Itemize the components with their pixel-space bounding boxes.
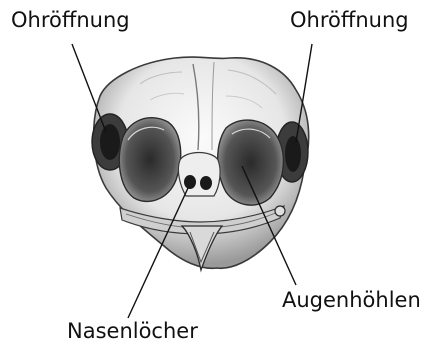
label-eye-sockets: Augenhöhlen [282, 290, 421, 311]
left-eye-socket [119, 118, 180, 202]
label-nostrils: Nasenlöcher [67, 321, 198, 342]
label-ear-opening-right: Ohröffnung [290, 10, 409, 31]
right-eye-socket [218, 120, 284, 205]
leader-ear-left [72, 44, 106, 132]
label-ear-opening-left: Ohröffnung [11, 10, 130, 31]
left-nostril [184, 175, 196, 189]
beak-bridge [178, 153, 220, 197]
side-process [275, 206, 285, 216]
right-nostril [200, 176, 212, 190]
